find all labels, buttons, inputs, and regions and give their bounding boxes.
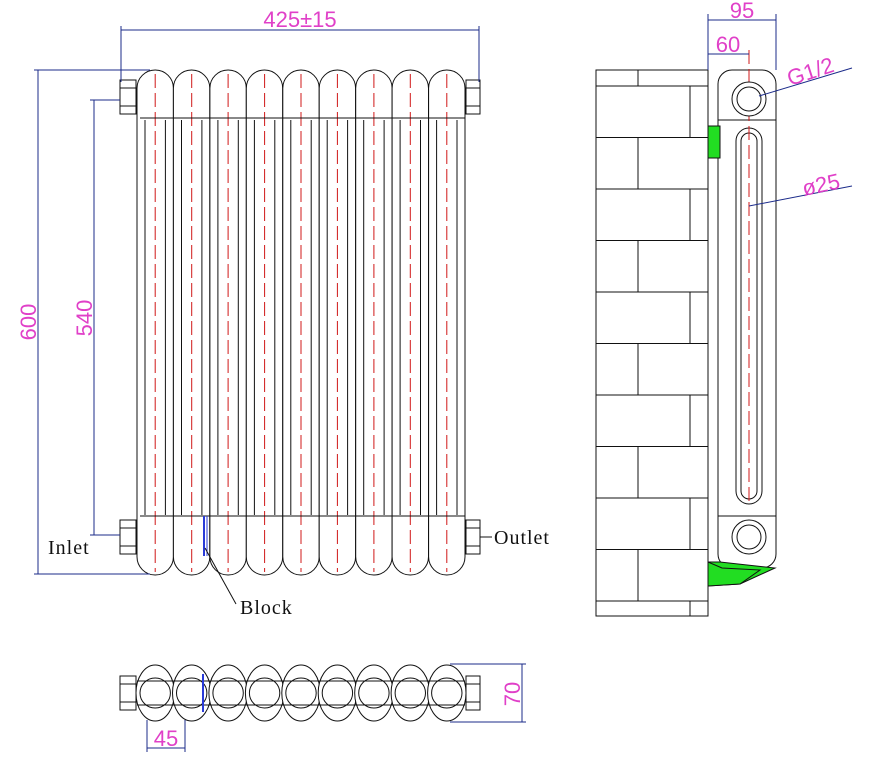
top-view-section bbox=[354, 664, 394, 722]
top-view-section bbox=[244, 664, 285, 722]
top-view-section bbox=[317, 664, 358, 722]
tube-diameter-leader bbox=[748, 185, 853, 207]
centres-dimension-label: 540 bbox=[72, 300, 97, 337]
top-view-section-waist bbox=[212, 677, 244, 709]
top-left-plug bbox=[119, 79, 137, 115]
top-view-section bbox=[208, 664, 248, 722]
inlet-label: Inlet bbox=[48, 537, 90, 559]
top-dimensions: 70 45 bbox=[146, 663, 526, 752]
top-bracket bbox=[707, 125, 721, 159]
wall-bricks bbox=[596, 70, 708, 616]
top-view-section-waist bbox=[285, 677, 317, 709]
top-right-plug bbox=[465, 79, 481, 115]
top-view-left-plug bbox=[119, 675, 137, 711]
section-depth-label: 70 bbox=[500, 682, 525, 706]
tube-diameter-label: ø25 bbox=[800, 169, 842, 201]
section-pitch-label: 45 bbox=[154, 726, 178, 751]
front-columns bbox=[136, 69, 466, 576]
top-view-section bbox=[172, 664, 212, 722]
thread-label: G1/2 bbox=[784, 52, 837, 91]
top-connection-inner bbox=[736, 86, 762, 112]
bottom-bracket-face bbox=[707, 561, 762, 587]
block-label: Block bbox=[240, 597, 293, 619]
top-view bbox=[119, 664, 481, 722]
outlet-connection bbox=[465, 519, 481, 555]
block-leader bbox=[204, 547, 237, 605]
top-view-section bbox=[427, 664, 467, 722]
top-view-section-waist bbox=[358, 677, 390, 709]
top-view-section-waist bbox=[139, 677, 171, 709]
top-sections bbox=[135, 664, 467, 722]
outlet-label: Outlet bbox=[494, 527, 550, 549]
top-view-section bbox=[390, 664, 430, 722]
width-dimension-label: 425±15 bbox=[263, 7, 336, 32]
top-view-right-plug bbox=[465, 675, 481, 711]
depth-dimension-label: 95 bbox=[730, 0, 754, 23]
top-view-section bbox=[135, 664, 175, 722]
front-view bbox=[119, 69, 481, 576]
top-view-section-waist bbox=[176, 677, 208, 709]
thread-leader bbox=[758, 67, 853, 97]
top-view-section-waist bbox=[321, 677, 354, 709]
inner-depth-label: 60 bbox=[716, 32, 740, 57]
bottom-connection-inner bbox=[736, 524, 762, 550]
side-view bbox=[595, 50, 777, 617]
inlet-connection bbox=[119, 519, 137, 555]
top-view-section-waist bbox=[431, 677, 463, 709]
top-view-section bbox=[281, 664, 321, 722]
top-view-section-waist bbox=[394, 677, 426, 709]
height-dimension-label: 600 bbox=[16, 304, 41, 341]
top-view-section-waist bbox=[248, 677, 281, 709]
front-dimensions: 425±15 600 540 bbox=[16, 7, 480, 575]
